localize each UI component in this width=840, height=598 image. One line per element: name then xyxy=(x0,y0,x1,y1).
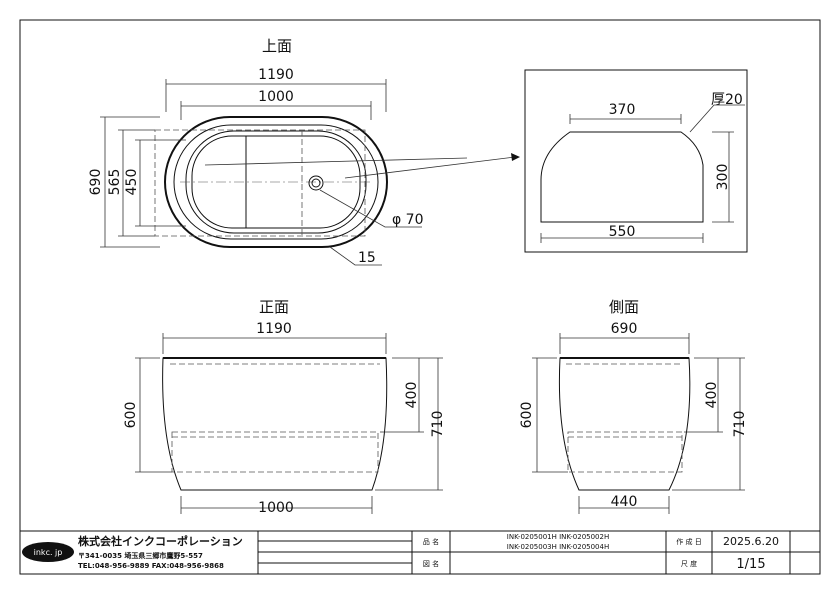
section-frame xyxy=(524,69,748,253)
side-tub-body xyxy=(558,357,691,491)
side-top-width: 690 xyxy=(611,321,638,337)
front-top-length: 1190 xyxy=(256,321,292,337)
product-line-2: INK-0205003H INK-0205004H xyxy=(507,543,609,551)
company-logo xyxy=(22,542,74,562)
product-label: 品 名 xyxy=(423,537,439,546)
scale-value: 1/15 xyxy=(736,557,765,572)
top-view-title: 上面 xyxy=(262,37,292,55)
sheet-border xyxy=(19,19,821,575)
side-view-title: 側面 xyxy=(609,298,639,316)
company-address: 〒341-0035 埼玉県三郷市鷹野5-557 xyxy=(78,551,203,560)
date-value: 2025.6.20 xyxy=(723,535,779,548)
front-tub-body xyxy=(162,357,388,491)
top-view: 上面 1190 1000 690 565 450 xyxy=(88,37,520,266)
top-inner-length: 1000 xyxy=(258,89,294,105)
section-detail: 370 厚20 550 300 xyxy=(524,69,748,253)
company-phone: TEL:048-956-9889 FAX:048-956-9868 xyxy=(78,562,224,570)
section-bottom-width: 550 xyxy=(609,224,636,240)
drain-outer xyxy=(308,175,324,191)
section-top-width: 370 xyxy=(609,102,636,118)
side-water-depth: 400 xyxy=(704,382,720,409)
drain-diameter: φ 70 xyxy=(392,212,424,228)
tub-outer-rim xyxy=(164,116,388,248)
top-inner-width2: 450 xyxy=(124,169,140,196)
front-view-title: 正面 xyxy=(259,298,289,316)
tub-inner-rim xyxy=(173,124,379,240)
section-height: 300 xyxy=(715,164,731,191)
front-view: 正面 1190 1000 600 400 710 xyxy=(123,298,446,516)
side-view: 側面 690 440 600 400 710 xyxy=(519,298,748,514)
scale-label: 尺 度 xyxy=(681,559,697,568)
front-outer-height: 710 xyxy=(430,411,446,438)
front-bottom-length: 1000 xyxy=(258,500,294,516)
product-line-1: INK-0205001H INK-0205002H xyxy=(507,533,609,541)
top-outer-length: 1190 xyxy=(258,67,294,83)
front-inner-height: 600 xyxy=(123,402,139,429)
top-outer-width: 690 xyxy=(88,169,104,196)
title-block: inkc. jp 株式会社インクコーポレーション 〒341-0035 埼玉県三郷… xyxy=(20,530,820,574)
front-water-depth: 400 xyxy=(404,382,420,409)
date-label: 作 成 日 xyxy=(676,537,701,546)
side-outer-height: 710 xyxy=(732,411,748,438)
side-inner-height: 600 xyxy=(519,402,535,429)
top-inner-width: 565 xyxy=(107,169,123,196)
drawing-label: 図 名 xyxy=(423,559,439,568)
section-profile xyxy=(540,131,704,223)
rim-thickness: 15 xyxy=(358,250,376,266)
section-thickness: 厚20 xyxy=(711,92,743,108)
drain-inner xyxy=(311,178,321,188)
side-bottom-width: 440 xyxy=(611,494,638,510)
logo-text: inkc. jp xyxy=(34,548,63,557)
company-name: 株式会社インクコーポレーション xyxy=(78,534,243,548)
